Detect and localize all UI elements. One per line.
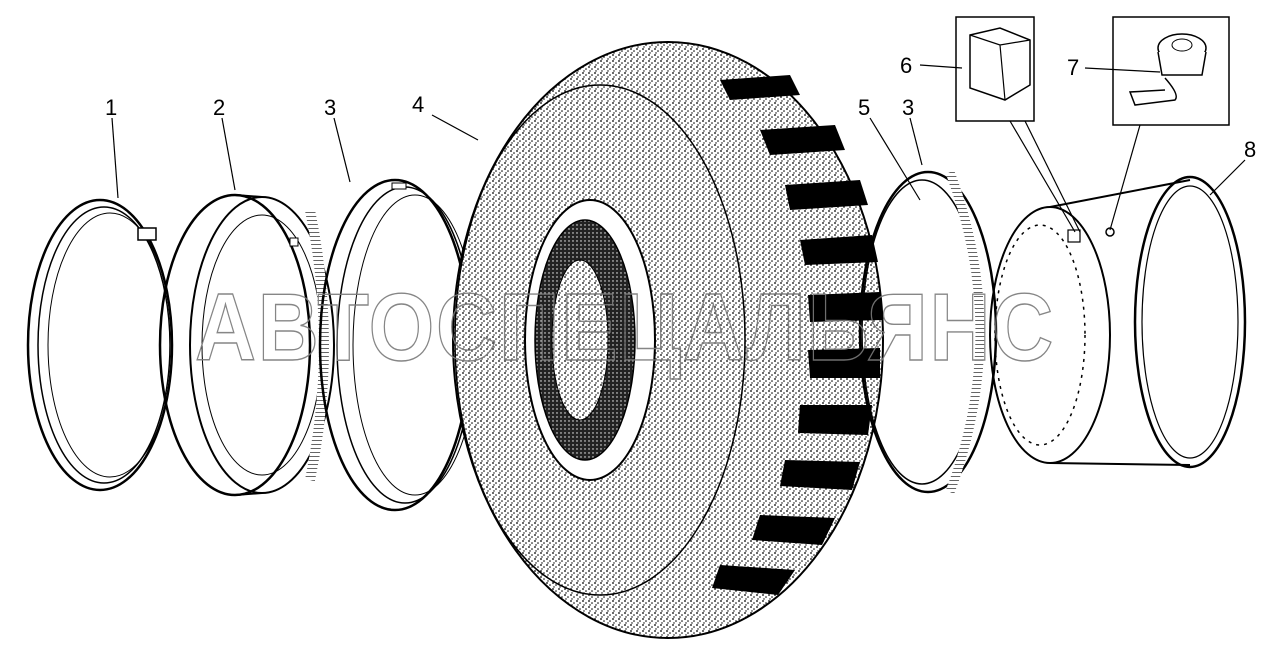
callout-6: 6 [900,53,912,78]
callout-5: 5 [858,95,870,120]
watermark: АВТОСПЕЦАЛЬЯНС [195,274,1055,381]
lock-ring [26,198,174,492]
tire [452,41,884,639]
callout-7: 7 [1067,55,1079,80]
wheel-rim [989,175,1247,469]
leader-lines [111,64,1246,201]
callout-2: 2 [213,95,225,120]
callout-8: 8 [1244,137,1256,162]
bead-seat-ring-inner [858,170,998,494]
callout-4: 4 [412,92,424,117]
side-ring [158,193,335,497]
callout-3-right: 3 [902,95,914,120]
valve [1109,16,1230,231]
callout-1: 1 [105,95,117,120]
valve-cap-box [955,16,1081,233]
callout-3-left: 3 [324,95,336,120]
